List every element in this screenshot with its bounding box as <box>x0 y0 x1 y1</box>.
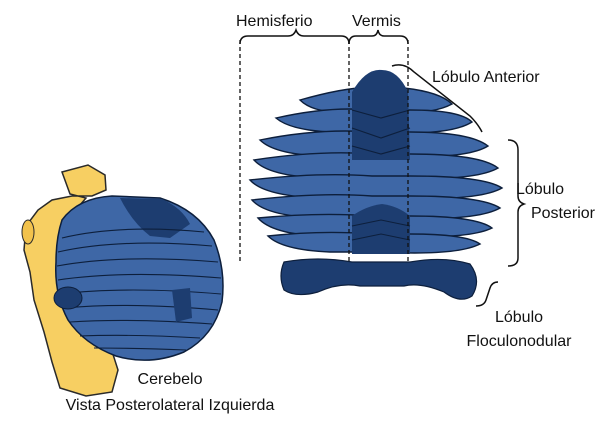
left-flocculus <box>54 287 82 309</box>
posterior-bracket <box>508 140 524 266</box>
pons-bump <box>22 220 34 244</box>
label-posterior-lobe-2: Posterior <box>531 205 596 222</box>
caption-title: Cerebelo <box>138 371 203 388</box>
label-flocculonodular-2: Floculonodular <box>467 333 573 350</box>
posterolateral-view <box>22 165 223 396</box>
unfolded-cerebellum <box>250 70 502 299</box>
flocculonodular-bracket <box>476 282 498 306</box>
label-posterior-lobe-1: Lóbulo <box>516 181 564 198</box>
hemisphere-bracket <box>240 30 349 44</box>
label-hemisferio: Hemisferio <box>236 13 313 30</box>
label-anterior-lobe: Lóbulo Anterior <box>432 69 540 86</box>
caption-subtitle: Vista Posterolateral Izquierda <box>66 397 275 414</box>
label-flocculonodular-1: Lóbulo <box>495 309 543 326</box>
vermis-bracket <box>349 30 408 44</box>
flocculonodular-lobe <box>281 259 477 299</box>
label-vermis: Vermis <box>352 13 401 30</box>
